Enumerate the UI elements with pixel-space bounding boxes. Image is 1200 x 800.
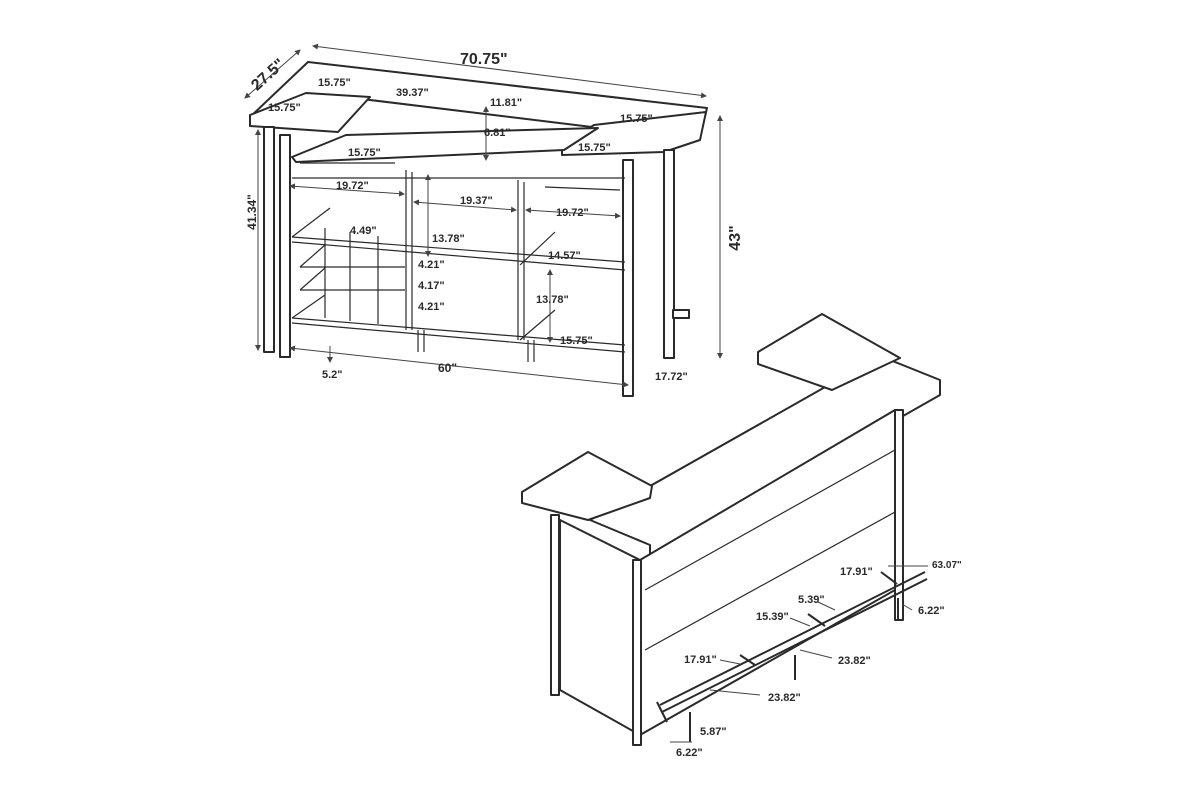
- top-right-width-label: 15.75": [620, 113, 653, 125]
- wine-cell-width-label: 4.49": [350, 225, 377, 237]
- right-post: [663, 149, 675, 359]
- left-end-top: [521, 451, 653, 521]
- rail-seg-c-label: 15.39": [756, 611, 789, 623]
- front-dimension-lines: [244, 43, 723, 388]
- glass-rack-depth-label: 15.75": [348, 147, 381, 159]
- right-leg: [894, 409, 904, 621]
- left-post: [263, 126, 275, 353]
- angled-top: [757, 313, 901, 391]
- left-compartment-width-label: 19.72": [336, 180, 369, 192]
- wine-cell-height-1-label: 4.21": [418, 259, 445, 271]
- right-lower-height-label: 13.78": [536, 294, 569, 306]
- wine-cell-height-2-label: 4.17": [418, 280, 445, 292]
- top-right-depth-label: 15.75": [578, 142, 611, 154]
- top-left-width-label: 15.75": [318, 77, 351, 89]
- rail-seg-f-label: 23.82": [768, 692, 801, 704]
- wine-cell-height-3-label: 4.21": [418, 301, 445, 313]
- top-center-width-label: 39.37": [396, 87, 429, 99]
- top-center-depth-label: 11.81": [490, 97, 522, 109]
- front-leg: [632, 559, 642, 746]
- leg-clearance-label: 5.2": [322, 369, 343, 381]
- right-shelf-depth-label: 14.57": [548, 250, 581, 262]
- left-leg: [550, 514, 560, 696]
- base-length-label: 60": [438, 361, 457, 375]
- leg-offset-right-label: 6.22": [918, 605, 945, 617]
- foot-rail: [656, 571, 928, 742]
- center-compartment-height-label: 13.78": [432, 233, 465, 245]
- bottom-shelf-depth-label: 15.75": [560, 335, 593, 347]
- foot-rail-stub: [672, 309, 690, 319]
- center-top-panel: [291, 127, 599, 163]
- left-inner-post: [279, 134, 291, 358]
- top-left-depth-label: 15.75": [268, 102, 301, 114]
- right-raised-top: [561, 111, 707, 156]
- right-compartment-width-label: 19.72": [556, 207, 589, 219]
- rail-total-label: 63.07": [932, 560, 962, 571]
- leg-offset-left-label: 6.22": [676, 747, 703, 759]
- rail-seg-a-label: 17.91": [840, 566, 873, 578]
- rail-seg-b-label: 5.39": [798, 594, 825, 606]
- front-panel: [559, 519, 641, 736]
- base-depth-label: 17.72": [655, 371, 688, 383]
- side-height-label: 41.34": [245, 194, 259, 230]
- shelving: [291, 162, 626, 362]
- right-front-post: [622, 159, 634, 397]
- overall-height-label: 43": [727, 225, 744, 250]
- gap-height-label: 6.81": [484, 127, 511, 139]
- rail-height-label: 5.87": [700, 726, 727, 738]
- rail-seg-e-label: 17.91": [684, 654, 717, 666]
- center-compartment-width-label: 19.37": [460, 195, 493, 207]
- rail-dimension-lines: [670, 565, 928, 743]
- perspective-view: 63.07" 17.91" 5.39" 15.39" 23.82" 17.91"…: [521, 313, 962, 759]
- rail-seg-d-label: 23.82": [838, 655, 871, 667]
- front-elevation-view: 70.75" 27.5" 43" 41.34" 15.75" 15.75" 39…: [244, 43, 744, 397]
- overall-width-label: 70.75": [460, 51, 508, 68]
